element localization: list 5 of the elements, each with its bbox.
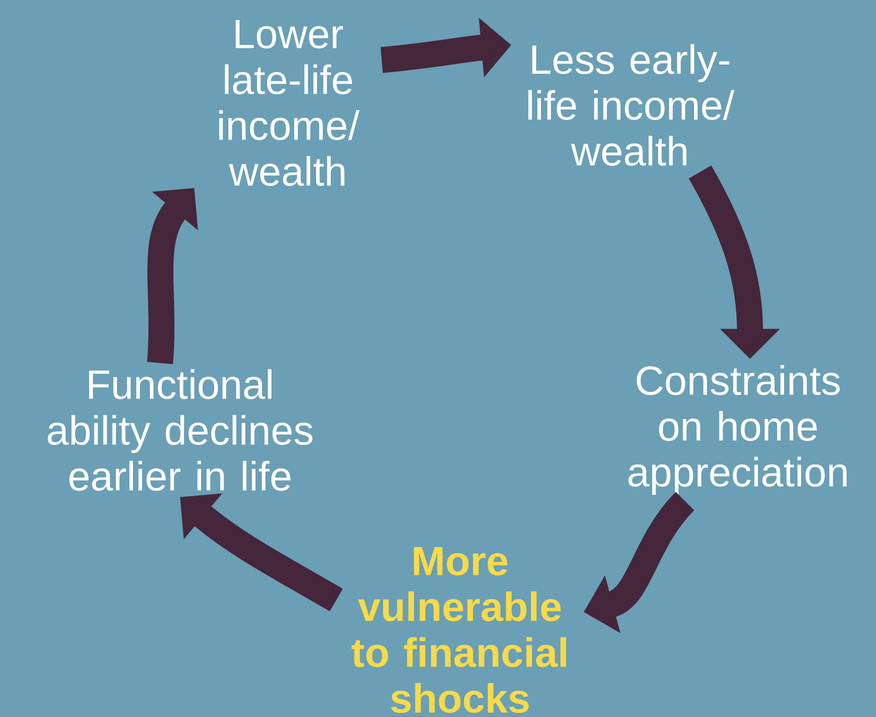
step-label: Lower late-life income/ wealth <box>219 20 360 186</box>
step-label: More vulnerable to financial shocks <box>352 547 566 713</box>
step-label: Constraints on home appreciation <box>628 365 847 495</box>
step-label: Functional ability declines earlier in life <box>48 369 312 491</box>
step-label: Less early-life income/ wealth <box>528 44 734 166</box>
